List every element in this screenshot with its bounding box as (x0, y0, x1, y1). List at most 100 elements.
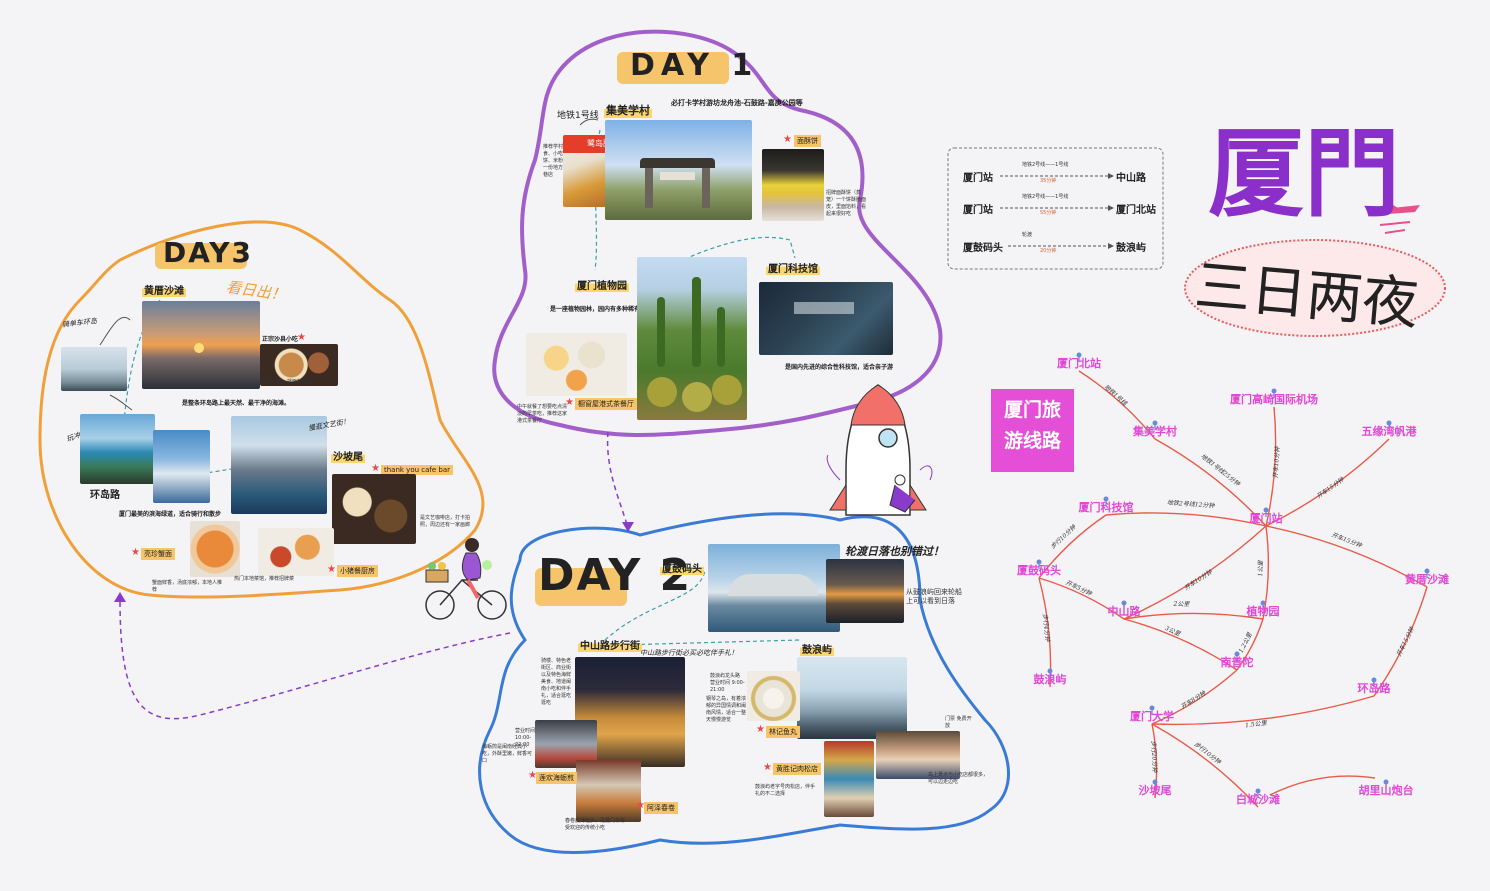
timetable-arrows (1000, 173, 1114, 249)
plane-icon (1375, 200, 1420, 234)
day2-label-bg (535, 568, 627, 606)
cafe-label: thank you cafe bar (381, 465, 454, 475)
huangcuo-label: 黄厝沙滩 (142, 282, 186, 297)
huandao-label: 环岛路 (90, 490, 120, 501)
botanic-note: 是一座植物园林，园内有多种稀有植物 (550, 306, 653, 313)
arrowhead (622, 522, 634, 532)
kitchen-label: 小猪餐厨房 (337, 565, 378, 577)
spring-roll-note: 春卷皮薄馅多，是厦门非常受欢迎的传统小吃 (565, 818, 626, 831)
timetable-from: 厦门站 (963, 205, 993, 216)
star-icon: ★ (371, 463, 380, 474)
day2-to-day3-connector (119, 599, 511, 720)
day1-to-day2-connector (606, 431, 629, 529)
bread-photo (762, 149, 824, 221)
network-node-zhan: 厦门站 (1249, 512, 1283, 525)
network-node-airport: 厦门高崎国际机场 (1230, 393, 1318, 406)
spring-roll-label: 阿泽春卷 (644, 802, 678, 814)
map-pin-icon (1423, 563, 1430, 578)
network-node-huandao: 环岛路 (1357, 682, 1391, 695)
network-edge (1265, 525, 1428, 588)
crab-label: 亮珍蟹面 (141, 548, 175, 560)
network-node-zhongshan: 中山路 (1107, 605, 1141, 618)
gulangyu-side-note: 岛上景点与小吃店都很多，可以边走边吃 (928, 772, 989, 785)
network-node-shapowei: 沙坡尾 (1138, 784, 1172, 797)
roast-shop-photo (824, 741, 874, 817)
day1-label-bg (617, 52, 729, 84)
network-edge (1078, 370, 1156, 440)
star-icon: ★ (327, 564, 336, 575)
star-icon: ★ (528, 770, 537, 781)
timetable-line: 轮渡 (1022, 232, 1033, 238)
fishball-label: 林记鱼丸 (766, 726, 800, 738)
botanic-label: 厦门植物园 (575, 277, 629, 292)
science-note: 是国内先进的综合性科技馆，适合亲子游 (785, 364, 894, 371)
crab-note: 蟹面鲜香，汤底浓郁，本地人推荐 (152, 580, 223, 593)
day2-connector-1 (604, 569, 706, 641)
cafe-note: 是文艺咖啡店，打卡拍照，周边还有一家画廊 (420, 515, 471, 528)
fishball-info: 鼓浪屿龙头路 营业时间 9:00-21:00 (710, 673, 745, 693)
snack-note: 正宗沙县，拌面加扁食 (262, 379, 313, 385)
sunset-photo (826, 559, 904, 623)
arrowhead (114, 592, 126, 602)
network-edge (1151, 723, 1259, 808)
timetable-to: 鼓浪屿 (1116, 243, 1146, 254)
restaurant-note: 中午就餐了想要吃点清淡的早茶吃，推荐这家港式茶餐厅 (517, 404, 568, 424)
hand-arrow (109, 394, 133, 411)
huandao-note: 厦门最美的滨海绿道，适合骑行和散步 (119, 511, 222, 518)
map-pin-icon (1046, 663, 1053, 678)
pier-photo (708, 544, 840, 632)
map-pin-icon (1120, 595, 1127, 610)
map-pin-icon (1370, 672, 1377, 687)
fishball-photo (747, 671, 800, 721)
bike-photo (61, 347, 127, 391)
zhongshan-handwriting: 中山路步行街必买必吃伴手礼！ (640, 649, 738, 657)
day2-outline (478, 512, 1010, 854)
network-edge (1123, 618, 1238, 671)
network-edge (1123, 612, 1264, 620)
network-edge (1151, 695, 1375, 726)
kitchen-note: 热门本地菜馆，推荐招牌菜 (234, 576, 295, 582)
network-edge (1373, 586, 1428, 697)
sunset-handwriting: 轮渡日落也别错过！ (845, 545, 944, 558)
map-pin-icon (1075, 347, 1082, 362)
edge-label: 开车10分钟 (1271, 446, 1281, 479)
network-node-jimei: 集美学村 (1133, 425, 1177, 438)
timetable-time: 55分钟 (1040, 210, 1057, 216)
timetable-from: 厦鼓码头 (963, 243, 1003, 254)
star-icon: ★ (636, 800, 645, 811)
gulangyu-label: 鼓浪屿 (800, 641, 834, 656)
sandwich-snack-photo (260, 344, 338, 386)
star-icon: ★ (763, 762, 772, 773)
star-icon: ★ (131, 547, 140, 558)
day2-label: DAY 2 (538, 550, 693, 601)
restaurant-label: 橱窗屋港式茶餐厅 (575, 398, 637, 410)
timetable-box (947, 147, 1164, 270)
map-pin-icon (1151, 415, 1158, 430)
shapowei-label: 沙坡尾 (331, 448, 365, 463)
network-node-wuyuan: 五缘湾帆港 (1361, 425, 1417, 438)
timetable-time: 20分钟 (1040, 248, 1057, 254)
harbor-photo (231, 416, 327, 514)
snack-label: 正宗沙县小吃 (262, 336, 299, 343)
gulangyu-note: 钢琴之岛，有着浓郁的异国情调和闽南风情，适合一整天慢慢游览 (706, 696, 747, 723)
bread-label: 面酥饼 (794, 135, 821, 147)
network-edge (1151, 669, 1238, 725)
day3-label-bg (155, 243, 247, 269)
oyster-note: 海蛎煎是闽南经典小吃，外酥里嫩，鲜香可口 (482, 744, 533, 764)
network-edge (1151, 723, 1158, 799)
edge-label: 2公里 (1173, 600, 1190, 608)
day2-connector-2 (619, 639, 801, 646)
snack-note: 推荐学村美食、小吃、烧饼、米粉一碗一份地方的街巷店 (543, 144, 574, 178)
day1-outline (492, 29, 943, 437)
edge-label: 步行20分钟 (1150, 740, 1159, 773)
route-box-title: 厦门旅游线路 (1003, 399, 1061, 452)
network-edge (1265, 438, 1390, 527)
hand-arrow (579, 118, 599, 126)
timetable-to: 厦门北站 (1116, 205, 1156, 216)
gulangyu-pier-label: 厦鼓码头 (660, 560, 704, 575)
jimei-label: 集美学村 (604, 102, 652, 118)
edge-label: 1公里 (1257, 560, 1265, 577)
network-node-nanputuo: 南普陀 (1220, 656, 1254, 669)
beach-note: 是整条环岛路上最天然、最干净的海滩。 (182, 400, 291, 407)
